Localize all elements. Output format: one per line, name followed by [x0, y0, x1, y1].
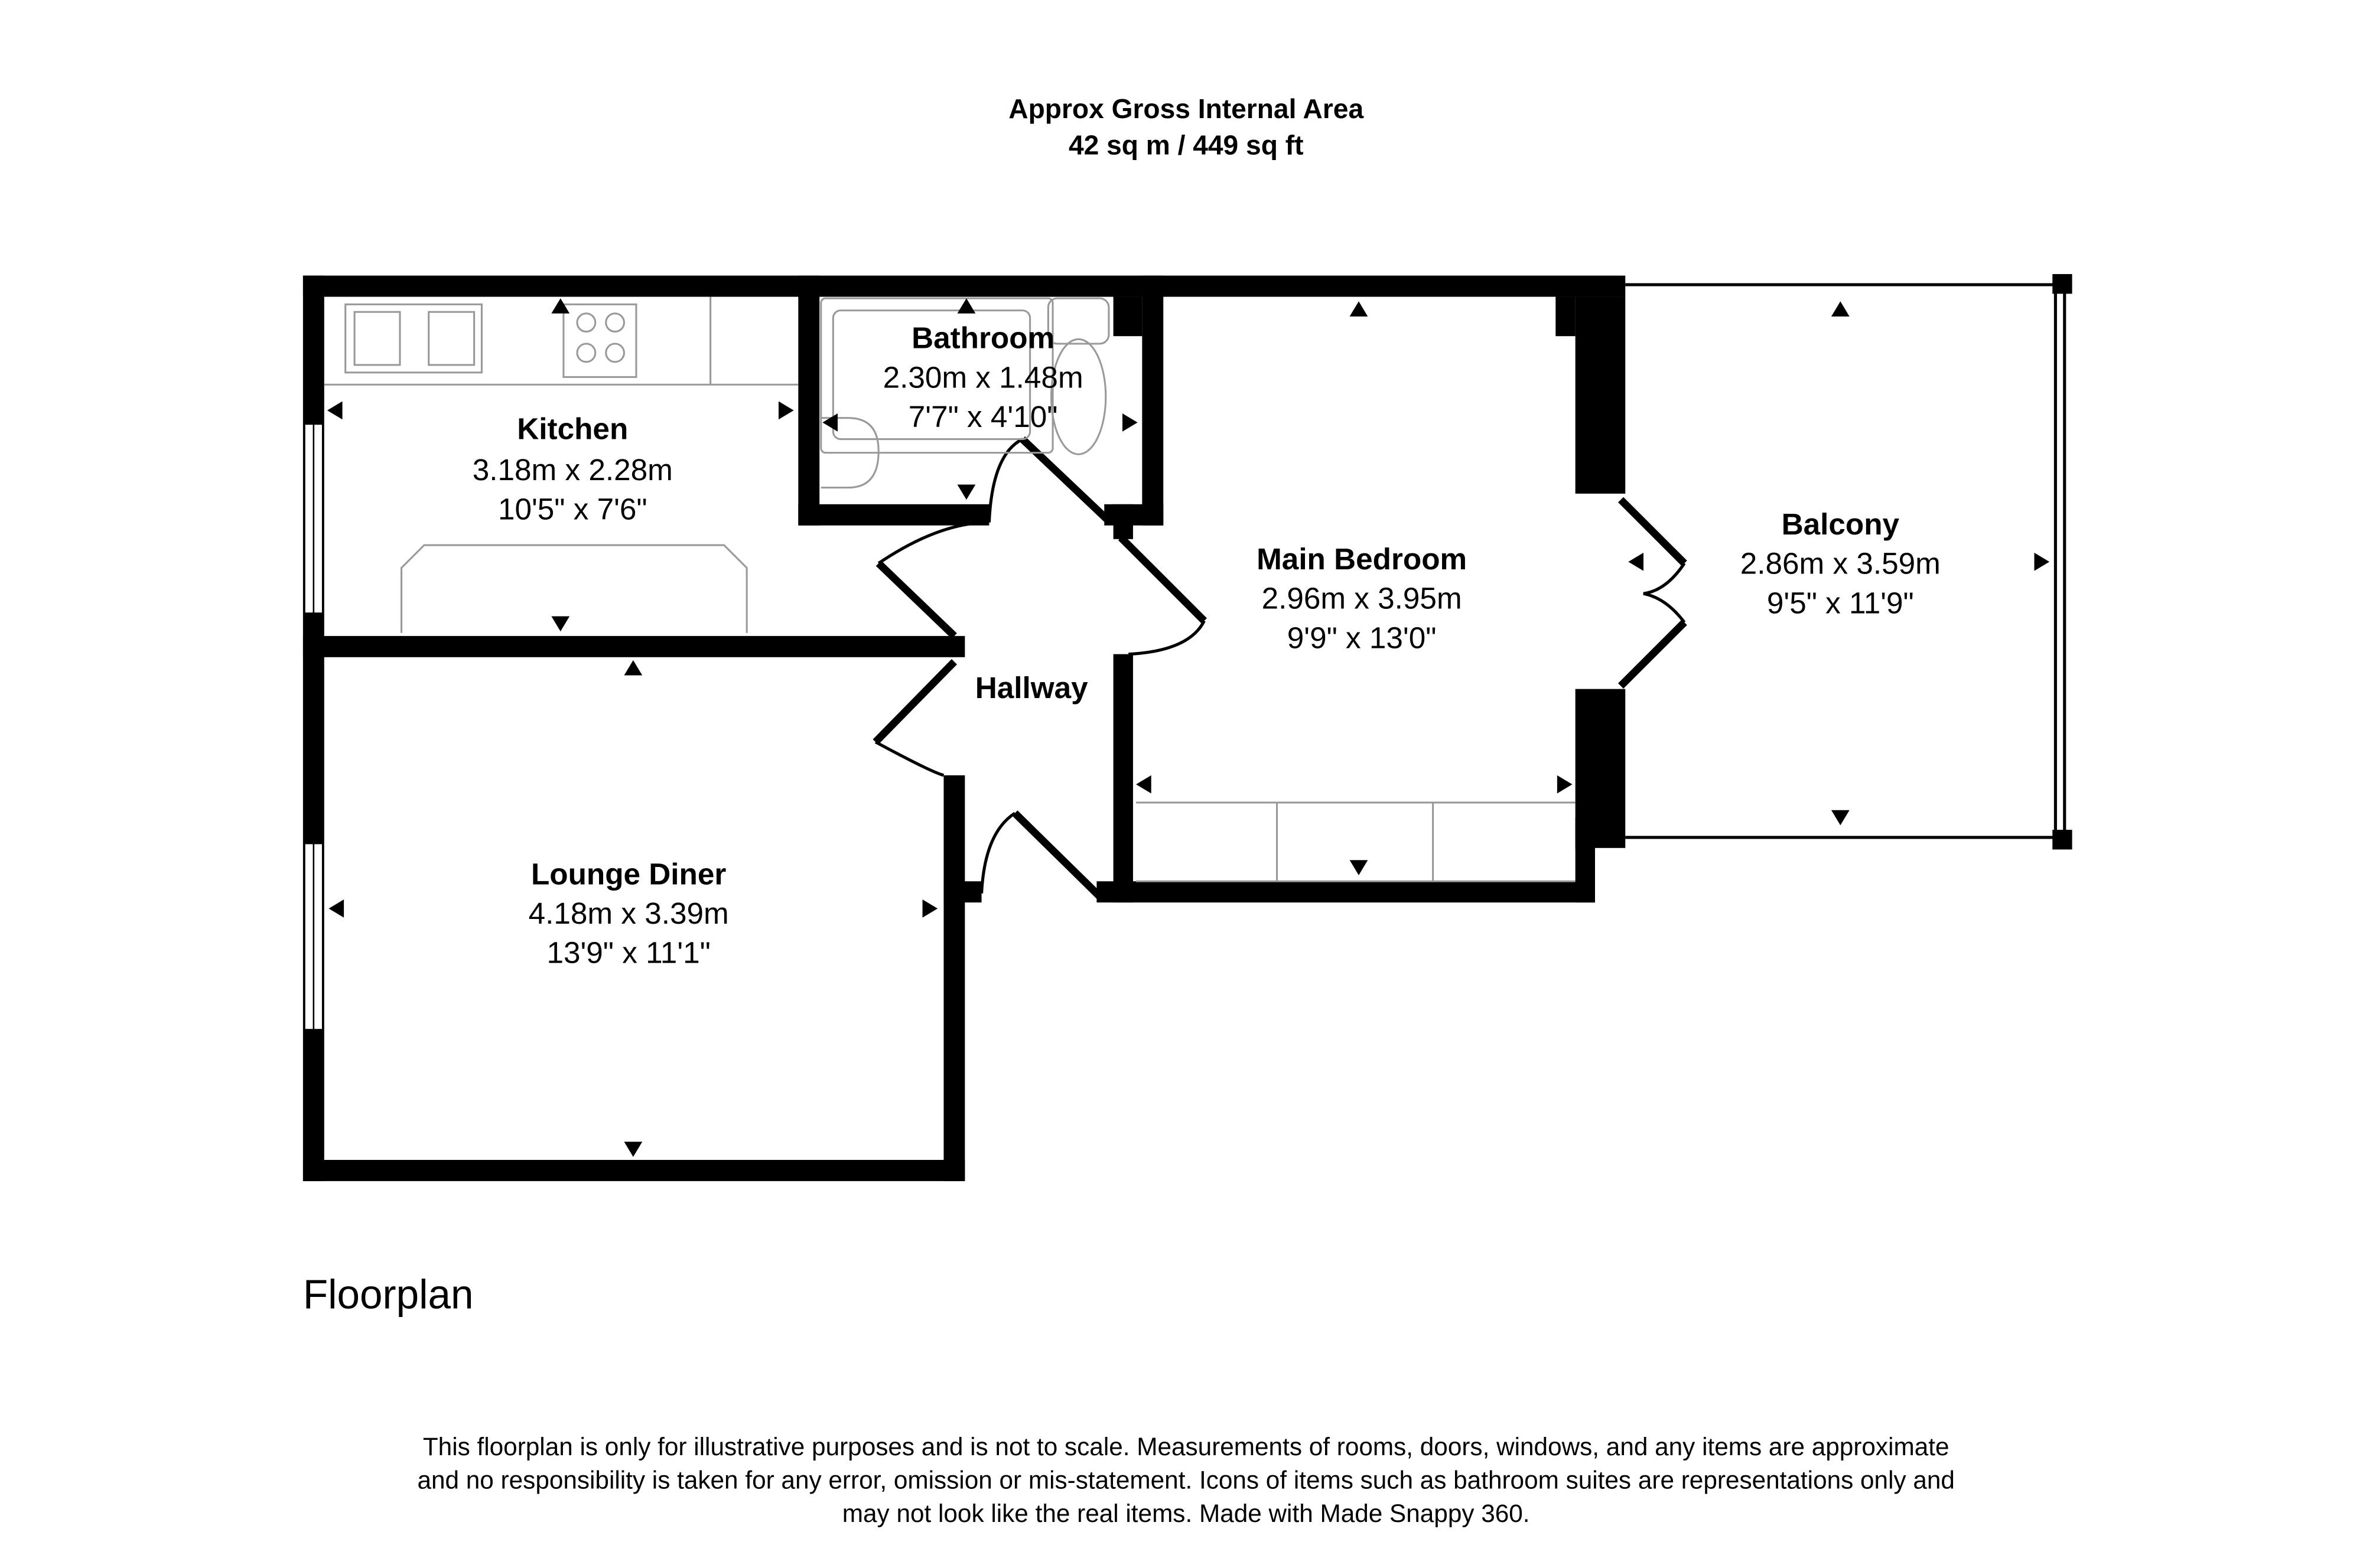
room-metric: 4.18m x 3.39m [529, 897, 729, 930]
room-imperial: 7'7" x 4'10" [909, 400, 1058, 433]
room-kitchen: Kitchen 3.18m x 2.28m 10'5" x 7'6" [473, 412, 673, 526]
disclaimer-line: and no responsibility is taken for any e… [417, 1466, 1955, 1494]
room-name: Main Bedroom [1257, 542, 1467, 576]
room-bathroom: Bathroom 2.30m x 1.48m 7'7" x 4'10" [883, 321, 1083, 433]
room-imperial: 10'5" x 7'6" [498, 492, 647, 526]
dimension-arrows [327, 298, 2050, 1157]
room-name: Bathroom [912, 321, 1054, 355]
room-metric: 2.30m x 1.48m [883, 360, 1083, 394]
room-metric: 2.96m x 3.95m [1262, 582, 1462, 615]
disclaimer-line: may not look like the real items. Made w… [842, 1499, 1530, 1527]
room-imperial: 9'5" x 11'9" [1767, 586, 1914, 620]
windows [304, 423, 324, 1031]
room-imperial: 9'9" x 13'0" [1287, 621, 1437, 654]
room-imperial: 13'9" x 11'1" [546, 936, 710, 970]
room-name: Lounge Diner [531, 857, 726, 891]
room-hallway: Hallway [975, 671, 1088, 705]
room-main-bedroom: Main Bedroom 2.96m x 3.95m 9'9" x 13'0" [1257, 542, 1467, 654]
doors [873, 436, 1687, 899]
room-name: Hallway [975, 671, 1088, 705]
room-balcony: Balcony 2.86m x 3.59m 9'5" x 11'9" [1740, 507, 1941, 620]
area-value: 42 sq m / 449 sq ft [1069, 130, 1304, 161]
disclaimer-line: This floorplan is only for illustrative … [423, 1433, 1949, 1461]
room-metric: 3.18m x 2.28m [473, 453, 673, 487]
balcony-edges [1625, 283, 2066, 839]
room-name: Balcony [1782, 507, 1900, 541]
floor-label: Floorplan [303, 1271, 474, 1317]
fixtures [324, 296, 1576, 882]
room-metric: 2.86m x 3.59m [1740, 547, 1941, 581]
room-name: Kitchen [517, 412, 628, 446]
walls [302, 274, 2072, 1181]
room-lounge-diner: Lounge Diner 4.18m x 3.39m 13'9" x 11'1" [529, 857, 729, 969]
area-title: Approx Gross Internal Area [1008, 93, 1363, 124]
